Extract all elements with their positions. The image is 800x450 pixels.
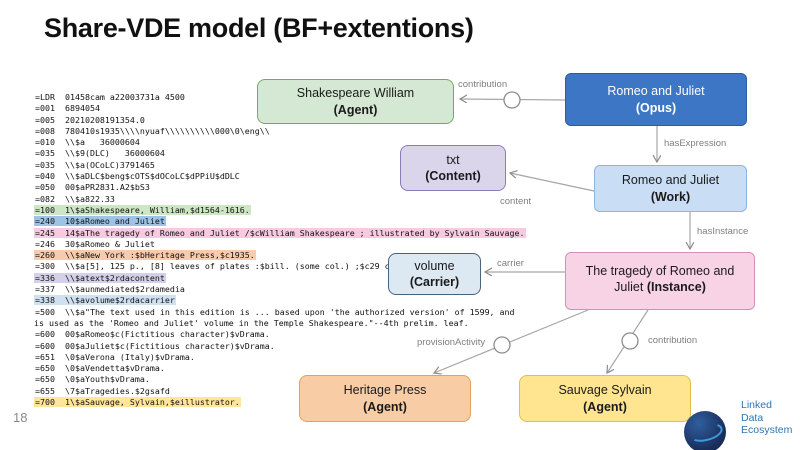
marc-line: =651 \0$aVerona (Italy)$vDrama. xyxy=(35,351,195,362)
edge-label-contribution-opus: contribution xyxy=(458,79,508,90)
marc-line: =240 10$aRomeo and Juliet xyxy=(34,216,166,227)
marc-line: =336 \\$atext$2rdacontent xyxy=(34,272,166,283)
marc-line: =246 30$aRomeo & Juliet xyxy=(35,238,155,249)
edge-label-carrier: carrier xyxy=(497,258,524,269)
association-node-circle xyxy=(621,332,639,350)
marc-line: =700 1\$aSauvage, Sylvain,$eillustrator. xyxy=(34,397,241,408)
node-work: Romeo and Juliet (Work) xyxy=(594,165,747,212)
marc-line: =001 6894054 xyxy=(35,103,100,114)
node-opus-type: (Opus) xyxy=(635,100,677,115)
marc-record: =LDR 01458cam a22003731a 4500=001 689405… xyxy=(34,92,526,408)
page-number: 18 xyxy=(13,410,28,425)
marc-line: =337 \\$aunmediated$2rdamedia xyxy=(35,284,185,295)
marc-line: =082 \\$a822.33 xyxy=(35,193,115,204)
node-agent-shakespeare-type: (Agent) xyxy=(333,102,378,117)
node-agent-heritage: Heritage Press (Agent) xyxy=(299,375,471,422)
node-instance-type: (Instance) xyxy=(646,280,706,295)
logo-line: Data xyxy=(741,411,764,424)
node-agent-shakespeare: Shakespeare William (Agent) xyxy=(257,79,454,124)
node-work-type: (Work) xyxy=(650,189,691,204)
edge-label-hasexpression: hasExpression xyxy=(664,138,727,149)
node-agent-heritage-label: Heritage Press xyxy=(343,383,427,398)
marc-line: =600 00$aJuliet$c(Fictitious character)$… xyxy=(35,340,275,351)
marc-line: =035 \\$a(OCoLC)3791465 xyxy=(35,159,155,170)
node-instance: The tragedy of Romeo and Juliet (Instanc… xyxy=(565,252,755,310)
node-content-txt: txt (Content) xyxy=(400,145,506,191)
marc-line: =050 00$aPR2831.A2$bS3 xyxy=(35,182,150,193)
marc-line: =040 \\$aDLC$beng$cOTS$dOCoLC$dPPiU$dDLC xyxy=(35,171,240,182)
node-content-txt-label: txt xyxy=(446,152,460,167)
node-agent-sauvage: Sauvage Sylvain (Agent) xyxy=(519,375,691,422)
node-agent-shakespeare-label: Shakespeare William xyxy=(296,86,415,101)
edge-contribution-instance-agent xyxy=(607,309,649,373)
node-content-txt-type: (Content) xyxy=(425,169,481,183)
edge-label-provisionactivity: provisionActivity xyxy=(417,337,486,348)
marc-line: =010 \\$a 36000604 xyxy=(35,137,140,148)
node-work-label: Romeo and Juliet xyxy=(621,173,720,188)
node-agent-sauvage-label: Sauvage Sylvain xyxy=(558,383,652,398)
node-agent-heritage-type: (Agent) xyxy=(363,399,407,414)
edge-label-contribution-instance: contribution xyxy=(648,335,698,346)
marc-line: =650 \0$aVendetta$vDrama. xyxy=(35,363,165,374)
marc-line: =650 \0$aYouth$vDrama. xyxy=(35,374,150,385)
node-carrier-volume-type: (Carrier) xyxy=(409,275,460,289)
marc-line: =005 20210208191354.0 xyxy=(35,114,145,125)
logo-linked-data-ecosystem: Linked Data Ecosystem xyxy=(741,399,792,437)
logo-line: Ecosystem xyxy=(741,424,793,436)
edge-label-content: content xyxy=(500,196,532,207)
logo-line: Linked xyxy=(741,399,772,411)
slide-title: Share-VDE model (BF+extentions) xyxy=(44,13,474,43)
edge-label-hasinstance: hasInstance xyxy=(697,226,749,237)
marc-line: =035 \\$9(DLC) 36000604 xyxy=(35,148,165,159)
marc-line: =260 \\$aNew York :$bHeritage Press,$c19… xyxy=(34,250,256,261)
node-carrier-volume-label: volume xyxy=(414,258,455,273)
node-carrier-volume: volume (Carrier) xyxy=(388,253,481,295)
marc-line: =LDR 01458cam a22003731a 4500 xyxy=(35,92,185,102)
marc-line: =600 00$aRomeo$c(Fictitious character)$v… xyxy=(35,329,270,340)
marc-line: =245 14$aThe tragedy of Romeo and Juliet… xyxy=(34,227,526,238)
marc-line: =500 \\$a"The text used in this edition … xyxy=(34,306,520,328)
node-agent-sauvage-type: (Agent) xyxy=(583,399,627,414)
marc-line: =655 \7$aTragedies.$2gsafd xyxy=(35,385,170,396)
node-opus-label: Romeo and Juliet xyxy=(607,84,705,99)
node-opus: Romeo and Juliet (Opus) xyxy=(565,73,747,126)
node-instance-label: The tragedy of Romeo and Juliet xyxy=(585,264,735,295)
marc-line: =338 \\$avolume$2rdacarrier xyxy=(34,295,176,306)
marc-line: =008 780410s1935\\\\nyuaf\\\\\\\\\\000\0… xyxy=(35,125,270,136)
globe-icon xyxy=(684,411,726,450)
marc-line: =100 1\$aShakespeare, William,$d1564-161… xyxy=(34,204,251,215)
